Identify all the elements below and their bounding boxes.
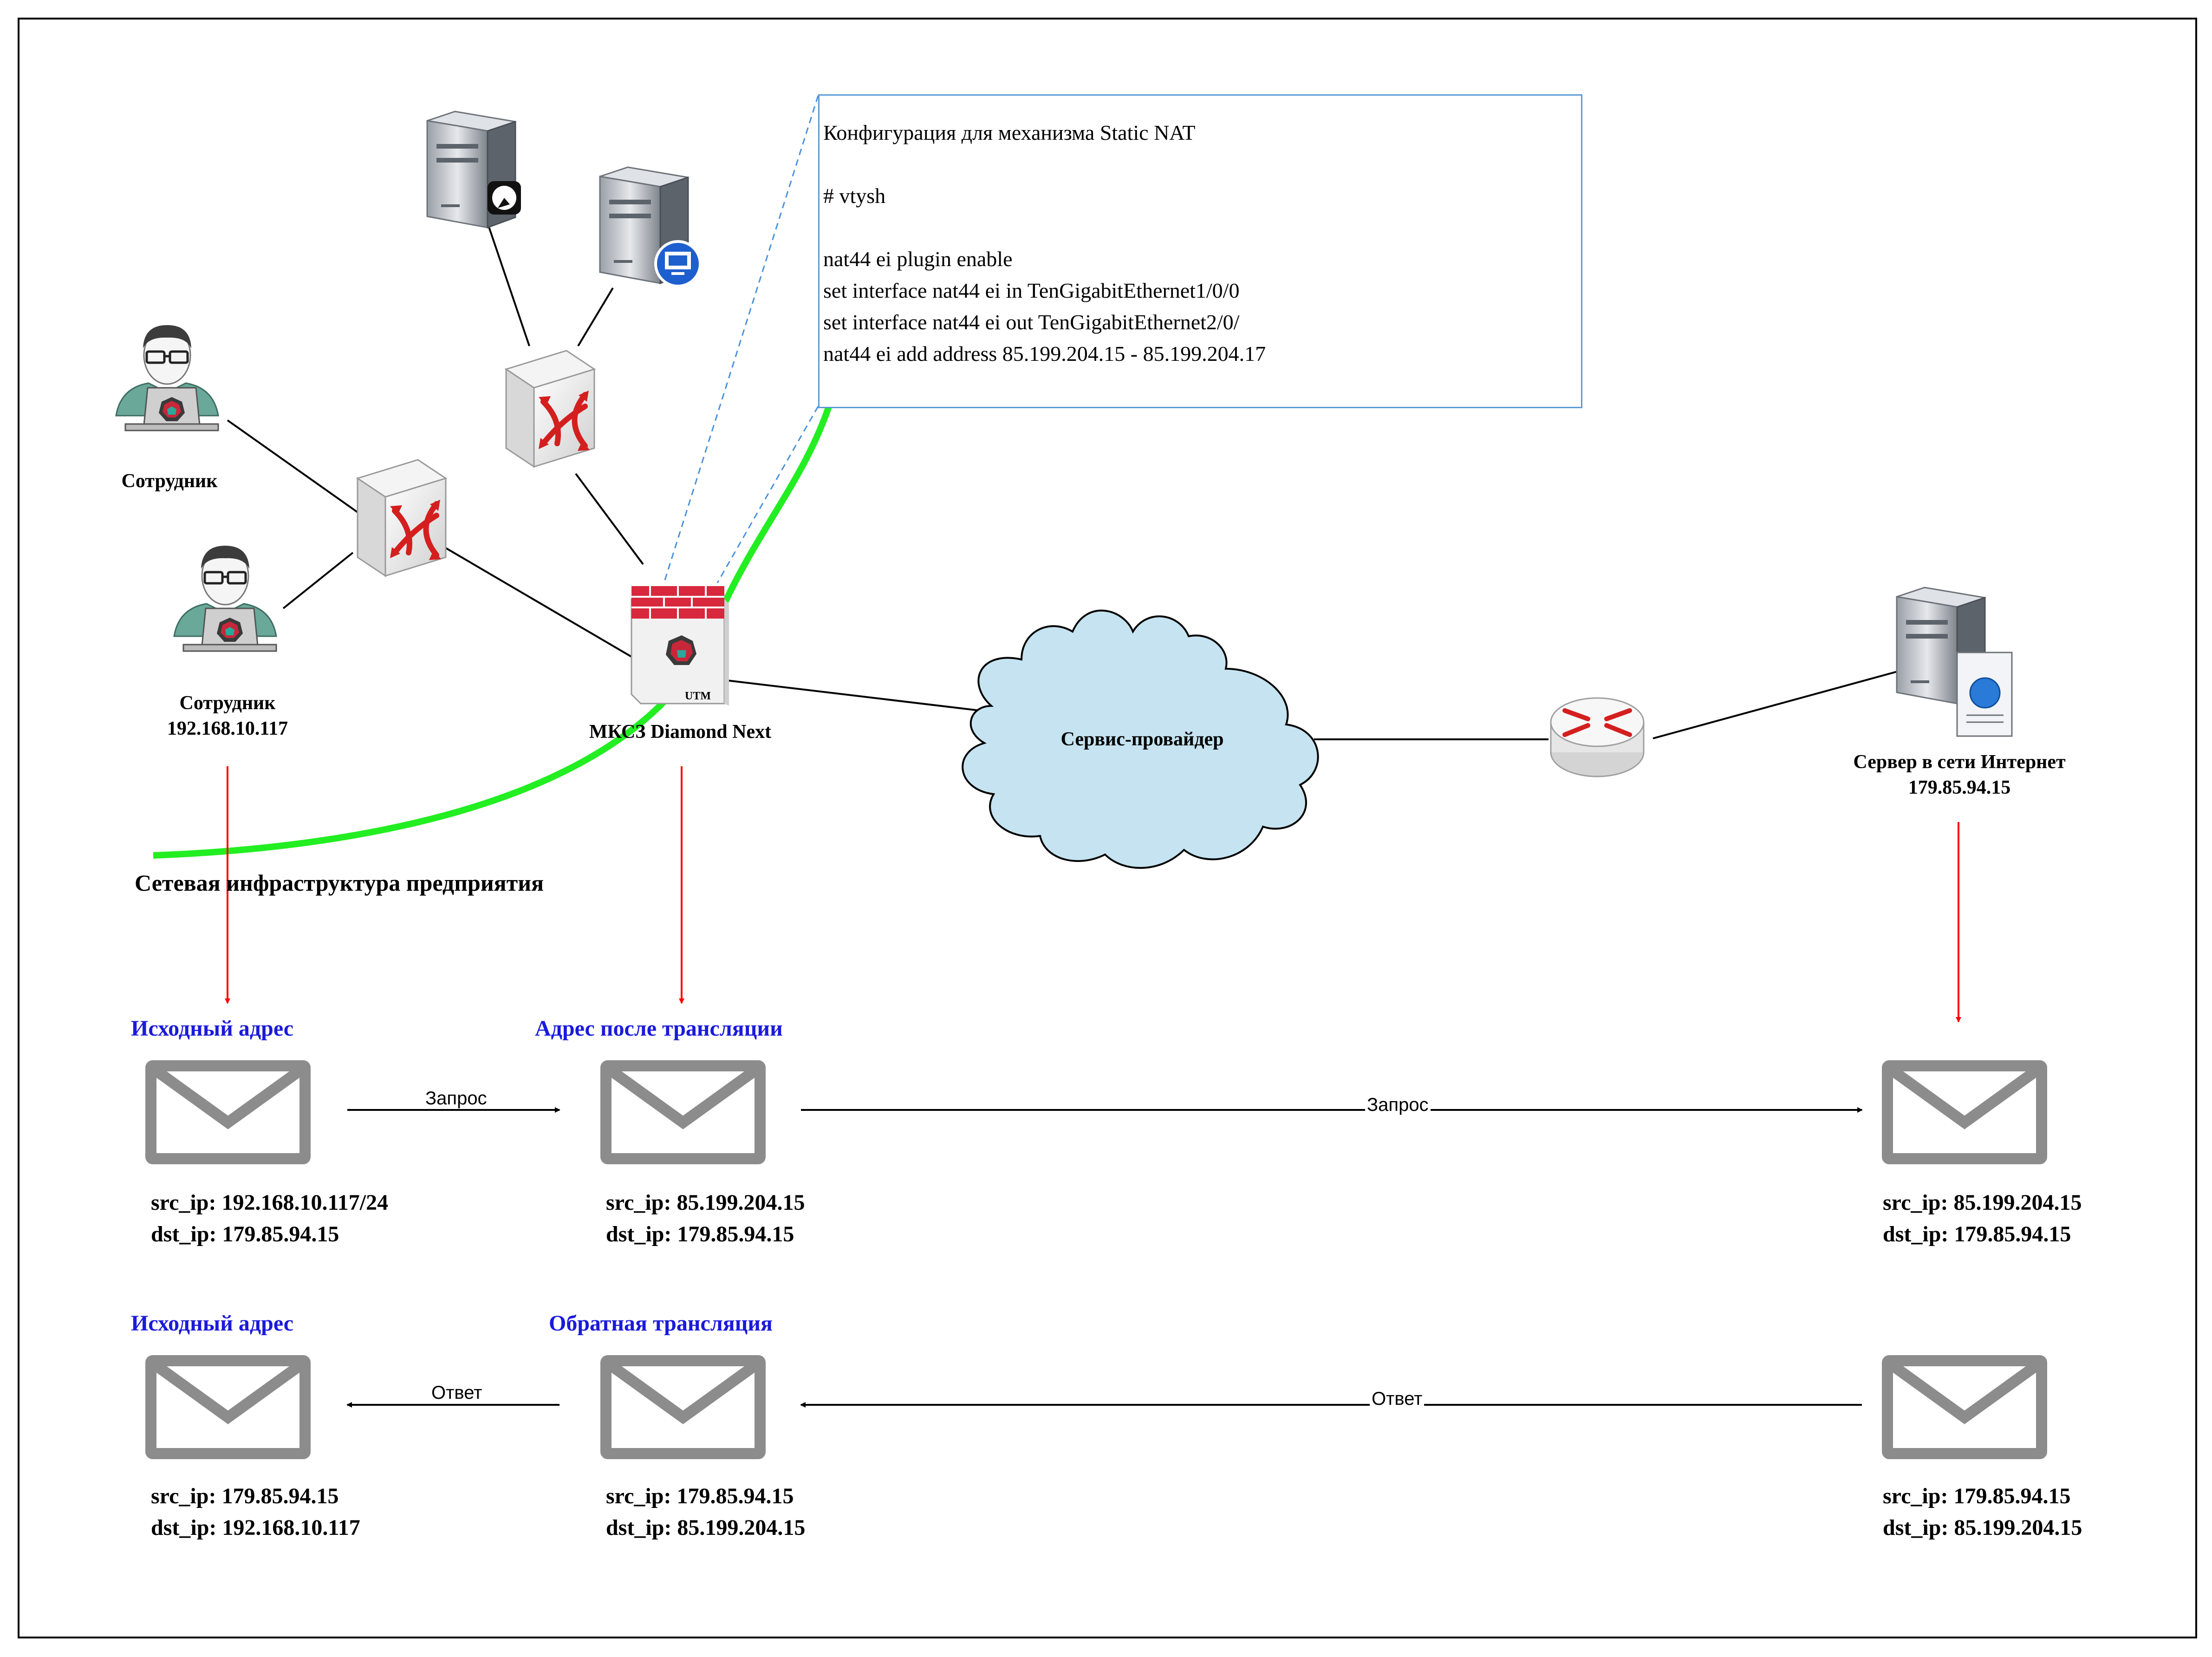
request-col2-addresses: src_ip: 85.199.204.15 dst_ip: 179.85.94.…: [606, 1187, 805, 1250]
callout-line-2: [716, 406, 819, 583]
response-col2-dst: dst_ip: 85.199.204.15: [606, 1515, 806, 1540]
diagram-frame: [18, 18, 2197, 1638]
server-2-badge: [654, 240, 702, 287]
link-switch-fw: [445, 547, 637, 660]
request-col3-dst: dst_ip: 179.85.94.15: [1883, 1222, 2071, 1246]
config-line-3: set interface nat44 ei in TenGigabitEthe…: [823, 279, 1240, 302]
employee-2-ip: 192.168.10.117: [167, 718, 288, 739]
link-emp1-switch: [227, 419, 363, 516]
config-spacer-1: [823, 149, 1581, 180]
firewall-utm-icon: [631, 586, 729, 706]
employee-2-label: Сотрудник: [179, 692, 276, 714]
request-arrow-2-label: Запрос: [1365, 1095, 1431, 1116]
response-col3-dst: dst_ip: 85.199.204.15: [1883, 1515, 2082, 1540]
response-arrow-2-label: Ответ: [1370, 1389, 1425, 1409]
flow-arrows: [346, 1107, 1863, 1408]
envelope-request-server: [1887, 1066, 2042, 1159]
request-col2-title: Адрес после трансляции: [535, 1016, 783, 1041]
link-server1-switch2: [487, 222, 530, 346]
router-icon: [1550, 697, 1645, 777]
link-server2-switch2: [577, 287, 614, 347]
response-col3-addresses: src_ip: 179.85.94.15 dst_ip: 85.199.204.…: [1883, 1481, 2082, 1544]
switch-access: [358, 460, 446, 576]
response-col2-src: src_ip: 179.85.94.15: [606, 1484, 794, 1508]
response-col2-addresses: src_ip: 179.85.94.15 dst_ip: 85.199.204.…: [606, 1481, 805, 1544]
network-links: [227, 222, 1900, 740]
request-col2-src: src_ip: 85.199.204.15: [606, 1190, 805, 1215]
response-col1-src: src_ip: 179.85.94.15: [151, 1484, 339, 1508]
config-spacer-2: [823, 212, 1581, 243]
envelope-request-translated: [606, 1066, 760, 1159]
link-router-server: [1652, 670, 1900, 739]
response-col1-dst: dst_ip: 192.168.10.117: [151, 1515, 360, 1540]
link-fw-cloud: [726, 679, 980, 711]
request-col1-addresses: src_ip: 192.168.10.117/24 dst_ip: 179.85…: [151, 1187, 388, 1250]
employee-1-label: Сотрудник: [121, 470, 218, 492]
internet-server-badge: [1956, 652, 2013, 737]
envelope-response-server: [1887, 1361, 2042, 1454]
request-col3-addresses: src_ip: 85.199.204.15 dst_ip: 179.85.94.…: [1883, 1187, 2082, 1250]
config-line-1: # vtysh: [823, 184, 886, 208]
request-col1-title: Исходный адрес: [131, 1016, 294, 1041]
response-col1-title: Исходный адрес: [131, 1311, 294, 1336]
response-col3-src: src_ip: 179.85.94.15: [1883, 1484, 2071, 1508]
server-ip: 179.85.94.15: [1908, 777, 2011, 798]
request-col3-src: src_ip: 85.199.204.15: [1883, 1190, 2082, 1215]
config-callout: Конфигурация для механизма Static NAT # …: [818, 94, 1582, 408]
employee-1-icon: [116, 325, 218, 431]
config-title: Конфигурация для механизма Static NAT: [823, 121, 1196, 144]
request-col1-src: src_ip: 192.168.10.117/24: [151, 1190, 389, 1215]
server-1-badge: [488, 181, 521, 215]
response-col1-addresses: src_ip: 179.85.94.15 dst_ip: 192.168.10.…: [151, 1481, 360, 1544]
config-line-5: nat44 ei add address 85.199.204.15 - 85.…: [823, 342, 1266, 365]
link-switch2-fw: [575, 473, 644, 565]
envelope-request-source: [151, 1066, 305, 1159]
provider-cloud: [962, 609, 1319, 869]
callout-line-1: [663, 95, 819, 583]
response-arrow-1-label: Ответ: [429, 1383, 484, 1403]
switch-servers: [506, 351, 594, 467]
employee-2-icon: [174, 546, 276, 651]
server-label: Сервер в сети Интернет: [1853, 751, 2066, 773]
request-col2-dst: dst_ip: 179.85.94.15: [606, 1222, 794, 1246]
envelope-response-translated: [606, 1361, 760, 1454]
config-line-2: nat44 ei plugin enable: [823, 247, 1013, 271]
firewall-label: МКСЗ Diamond Next: [589, 721, 772, 743]
request-arrow-1-label: Запрос: [423, 1088, 489, 1109]
response-col2-title: Обратная трансляция: [549, 1311, 773, 1336]
request-col1-dst: dst_ip: 179.85.94.15: [151, 1222, 339, 1246]
envelope-response-source: [151, 1361, 305, 1454]
provider-label: Сервис-провайдер: [1060, 729, 1224, 750]
infra-label: Сетевая инфраструктура предприятия: [135, 870, 544, 896]
red-arrows: [225, 766, 1961, 1023]
config-line-4: set interface nat44 ei out TenGigabitEth…: [823, 310, 1240, 334]
link-emp2-switch: [282, 552, 354, 609]
